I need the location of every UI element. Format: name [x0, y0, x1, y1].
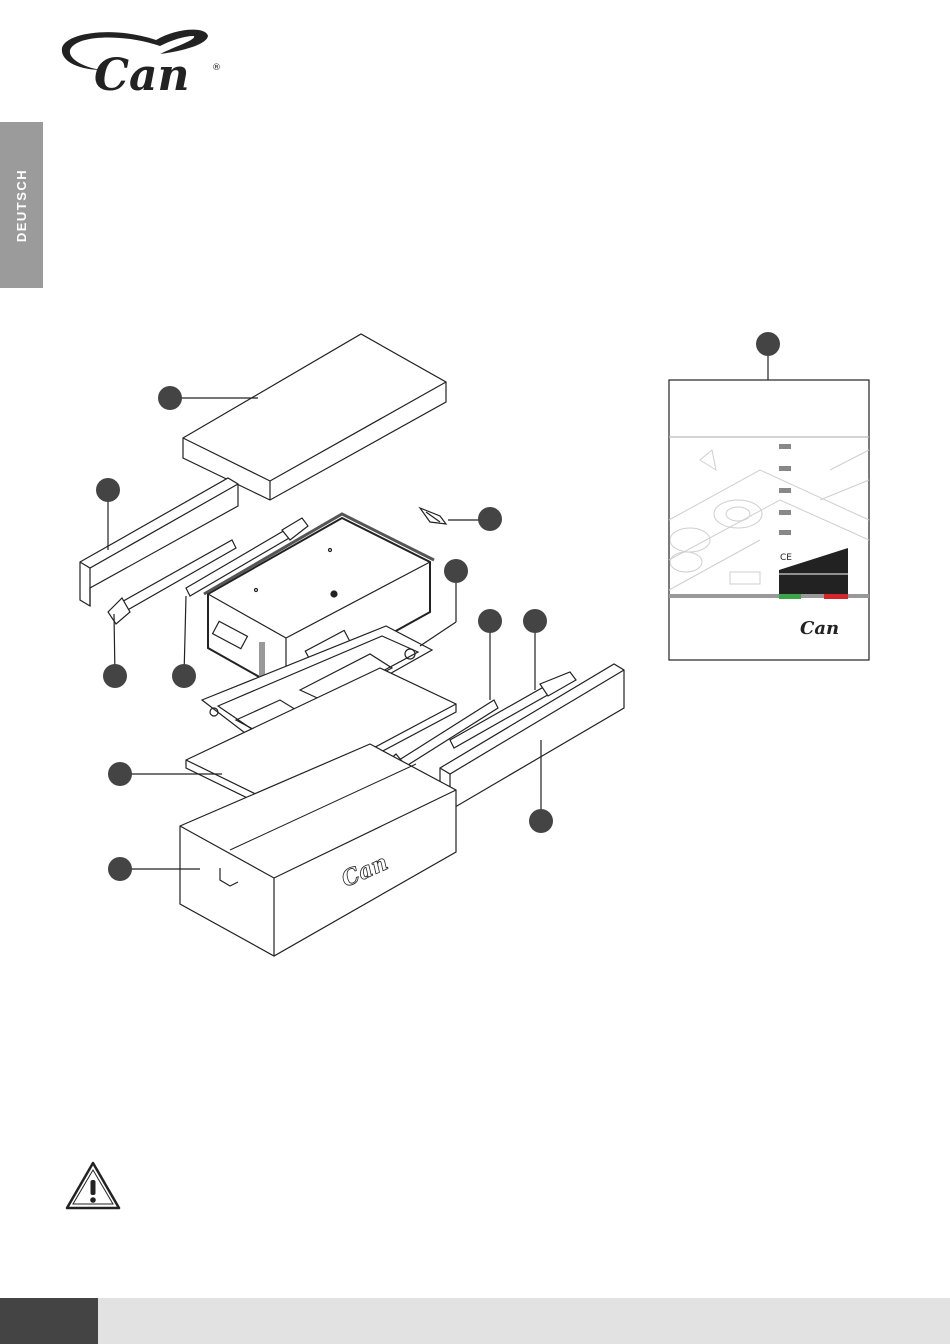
- footer-page-tab: [0, 1298, 98, 1344]
- svg-text:Can: Can: [94, 50, 190, 98]
- callout-marker: [478, 507, 502, 531]
- callout-marker: [103, 664, 127, 688]
- callout-marker: [756, 332, 780, 356]
- callout-marker: [444, 559, 468, 583]
- small-connector: [420, 508, 446, 524]
- callout-marker: [108, 857, 132, 881]
- manual-card: CE Can: [669, 380, 869, 660]
- callout-marker: [529, 809, 553, 833]
- callout-marker: [523, 609, 547, 633]
- callout-marker: [96, 478, 120, 502]
- callout-marker: [478, 609, 502, 633]
- footer-bar: [98, 1298, 950, 1344]
- card-logo-text: Can: [800, 618, 839, 639]
- callout-marker: [108, 762, 132, 786]
- callout-marker: [172, 664, 196, 688]
- flag-red-stripe: [824, 594, 848, 599]
- callout-marker: [158, 386, 182, 410]
- ce-mark: CE: [780, 553, 792, 563]
- can-logo-icon: Can ®: [56, 26, 226, 98]
- language-tab: DEUTSCH: [0, 122, 43, 288]
- top-cover-board: [183, 334, 446, 500]
- language-label: DEUTSCH: [14, 168, 29, 241]
- svg-text:®: ®: [212, 63, 221, 73]
- flag-green-stripe: [779, 594, 801, 599]
- exploded-parts-diagram: Can: [0, 300, 950, 1000]
- can-logo: Can ®: [56, 26, 226, 98]
- warning-area: [64, 1160, 122, 1212]
- warning-triangle-icon: [64, 1160, 122, 1212]
